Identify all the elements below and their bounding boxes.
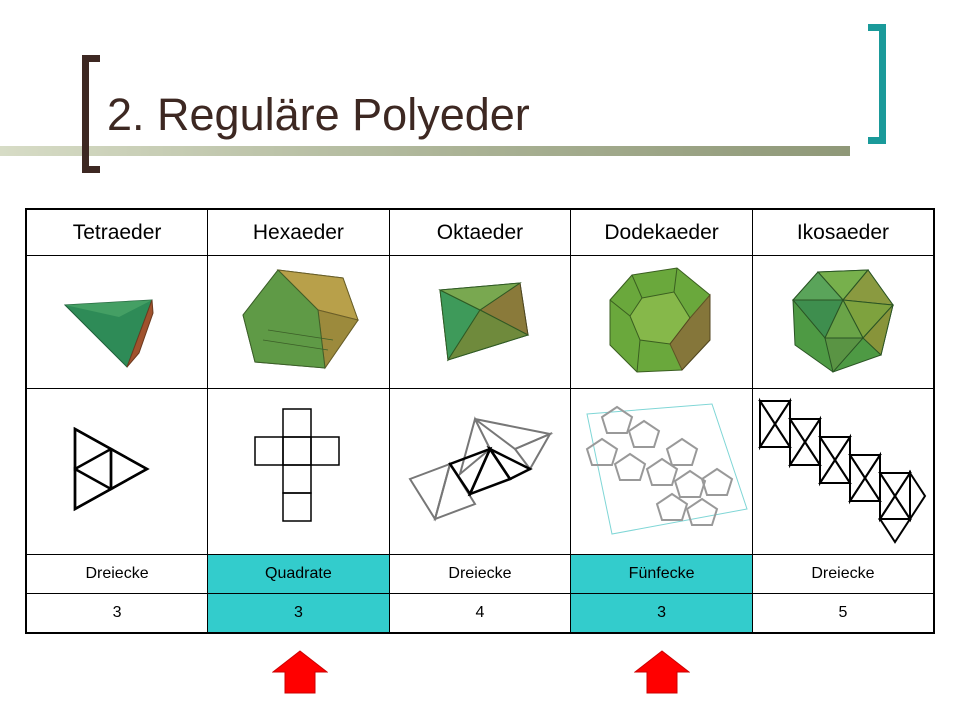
- header-dodekaeder: Dodekaeder: [570, 208, 753, 256]
- icosahedron-image: [791, 268, 894, 373]
- title-decoration-line: [0, 146, 850, 156]
- header-tetraeder: Tetraeder: [25, 208, 209, 256]
- icosahedron-net-cell: [751, 388, 935, 555]
- hexahedron-cell: [207, 255, 390, 389]
- face-oktaeder: Dreiecke: [388, 554, 572, 594]
- net-row: [25, 388, 935, 555]
- octahedron-net-cell: [388, 388, 572, 555]
- octahedron-cell: [388, 255, 572, 389]
- dodecahedron-net-cell: [570, 388, 753, 555]
- right-bracket-decoration: [868, 24, 886, 144]
- count-dodekaeder: 3: [570, 593, 753, 634]
- header-oktaeder: Oktaeder: [388, 208, 572, 256]
- dodecahedron-image: [609, 266, 711, 373]
- dodecahedron-net: [585, 403, 748, 535]
- up-arrow-icon: [272, 650, 328, 694]
- tetrahedron-cell: [25, 255, 209, 389]
- count-tetraeder: 3: [25, 593, 209, 634]
- tetrahedron-net-cell: [25, 388, 209, 555]
- octahedron-net: [408, 416, 554, 522]
- hexahedron-net: [254, 408, 341, 522]
- icosahedron-net: [758, 397, 927, 544]
- face-ikosaeder: Dreiecke: [751, 554, 935, 594]
- face-type-row: Dreiecke Quadrate Dreiecke Fünfecke Drei…: [25, 554, 935, 594]
- header-hexaeder: Hexaeder: [207, 208, 390, 256]
- octahedron-image: [438, 281, 530, 361]
- count-hexaeder: 3: [207, 593, 390, 634]
- slide-title: 2. Reguläre Polyeder: [107, 89, 530, 140]
- dodecahedron-cell: [570, 255, 753, 389]
- up-arrow-icon: [634, 650, 690, 694]
- face-dodekaeder: Fünfecke: [570, 554, 753, 594]
- solid-row: [25, 255, 935, 389]
- count-ikosaeder: 5: [751, 593, 935, 634]
- face-hexaeder: Quadrate: [207, 554, 390, 594]
- header-ikosaeder: Ikosaeder: [751, 208, 935, 256]
- polyhedra-table: Tetraeder Hexaeder Oktaeder Dodekaeder I…: [25, 208, 935, 634]
- face-tetraeder: Dreiecke: [25, 554, 209, 594]
- hexahedron-net-cell: [207, 388, 390, 555]
- left-bracket-decoration: [82, 55, 100, 173]
- tetrahedron-net: [73, 426, 150, 512]
- header-row: Tetraeder Hexaeder Oktaeder Dodekaeder I…: [25, 208, 935, 256]
- faces-per-vertex-row: 3 3 4 3 5: [25, 593, 935, 634]
- icosahedron-cell: [751, 255, 935, 389]
- hexahedron-image: [242, 268, 360, 369]
- tetrahedron-image: [63, 298, 154, 368]
- count-oktaeder: 4: [388, 593, 572, 634]
